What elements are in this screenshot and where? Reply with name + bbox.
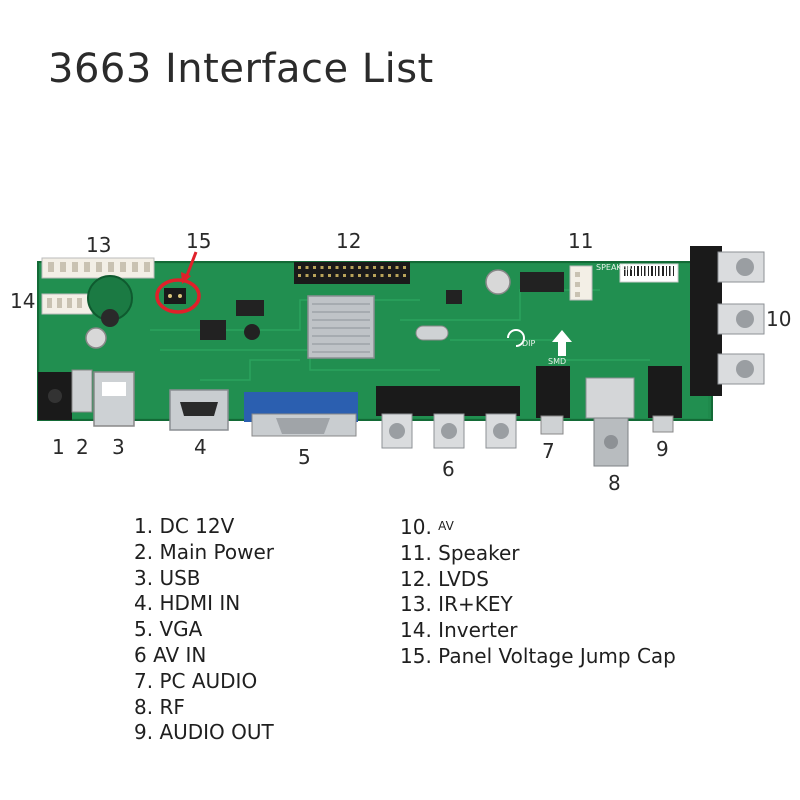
- lvds-pin: [298, 266, 301, 269]
- lvds-pin: [395, 266, 399, 269]
- callout-14: 14: [10, 289, 35, 313]
- lvds-pin: [305, 266, 309, 269]
- legend-left: 1. DC 12V 2. Main Power 3. USB 4. HDMI I…: [134, 514, 274, 746]
- ir-key-connector: [41, 257, 155, 279]
- callout-6: 6: [442, 457, 455, 481]
- av-in-jacks: [376, 386, 520, 449]
- legend-item: 6 AV IN: [134, 642, 207, 667]
- highlight-arrow: [184, 251, 198, 279]
- inverter-connector: [41, 293, 93, 315]
- legend-item: 1. DC 12V: [134, 514, 235, 538]
- lvds-pin: [328, 266, 331, 269]
- lvds-header: [294, 262, 410, 284]
- lvds-pin: [403, 266, 406, 269]
- dc-jack: [38, 372, 72, 420]
- barcode-sticker: [619, 263, 679, 283]
- small-chip: [520, 272, 564, 292]
- speaker-silk: SPEAKER: [596, 263, 633, 272]
- lvds-pin: [335, 266, 339, 269]
- smd-silk: SMD: [548, 357, 566, 366]
- main-chip-heatsink: [307, 295, 375, 359]
- lvds-pin: [380, 266, 384, 269]
- callout-9: 9: [656, 437, 669, 461]
- callout-15: 15: [186, 229, 211, 253]
- legend-item-number: 10.: [400, 515, 432, 539]
- legend-item: 3. USB: [134, 565, 201, 590]
- lvds-pin: [365, 266, 369, 269]
- lvds-pin: [388, 266, 391, 269]
- legend-item: 5. VGA: [134, 617, 203, 642]
- page-title: 3663 Interface List: [48, 46, 434, 92]
- lvds-pin: [373, 274, 376, 277]
- lvds-pin: [298, 274, 301, 277]
- callout-11: 11: [568, 229, 593, 253]
- lvds-pin: [395, 274, 399, 277]
- lvds-pin: [320, 274, 324, 277]
- callout-10: 10: [766, 307, 791, 331]
- highlight-arrowhead: [181, 272, 191, 284]
- av-side-jacks: [690, 246, 765, 396]
- legend-item: 4. HDMI IN: [134, 591, 241, 616]
- dip-silk: DIP: [522, 339, 536, 348]
- legend-item: 7. PC AUDIO: [134, 668, 258, 693]
- small-chip: [236, 300, 264, 316]
- capacitor: [85, 327, 107, 349]
- speaker-connector: [569, 265, 593, 301]
- crystal: [415, 325, 449, 341]
- small-chip: [446, 290, 462, 304]
- inductor: [101, 309, 119, 327]
- lvds-pin: [365, 274, 369, 277]
- lvds-pin: [350, 266, 354, 269]
- lvds-pin: [358, 266, 361, 269]
- callout-2: 2: [76, 435, 89, 459]
- callout-4: 4: [194, 435, 207, 459]
- inductor: [244, 324, 260, 340]
- callout-3: 3: [112, 435, 125, 459]
- legend-item: 8. RF: [134, 694, 185, 719]
- lvds-pin: [335, 274, 339, 277]
- lvds-pin: [313, 274, 316, 277]
- lvds-pin: [380, 274, 384, 277]
- dip-smd-marking: DIP SMD: [507, 329, 572, 366]
- highlight-circle: [155, 278, 201, 314]
- lvds-pin: [373, 266, 376, 269]
- lvds-pin: [343, 274, 346, 277]
- small-chip: [200, 320, 226, 340]
- legend-item: 2. Main Power: [134, 539, 275, 564]
- legend-item: 9. AUDIO OUT: [134, 720, 274, 745]
- legend-item: 15. Panel Voltage Jump Cap: [400, 643, 676, 668]
- audio-out-jack: [648, 366, 682, 433]
- legend-item-suffix: AV: [438, 519, 454, 533]
- capacitor-2: [485, 269, 511, 295]
- rf-connector: [585, 377, 635, 467]
- lvds-pin: [320, 266, 324, 269]
- hdmi-port: [169, 389, 229, 431]
- vga-port: [244, 392, 358, 437]
- callout-5: 5: [298, 445, 311, 469]
- callout-12: 12: [336, 229, 361, 253]
- legend-right: 10. AV 11. Speaker 12. LVDS 13. IR+KEY 1…: [400, 514, 676, 670]
- legend-item: 10. AV: [400, 514, 676, 541]
- legend-item: 13. IR+KEY: [400, 592, 513, 617]
- panel-voltage-jumper: [155, 251, 201, 314]
- legend-item: 14. Inverter: [400, 618, 518, 643]
- lvds-pin: [343, 266, 346, 269]
- legend-item: 11. Speaker: [400, 540, 520, 565]
- usb-port: [93, 371, 135, 427]
- callout-13: 13: [86, 233, 111, 257]
- main-power-switch: [71, 369, 93, 413]
- callout-1: 1: [52, 435, 65, 459]
- lvds-pin: [328, 274, 331, 277]
- lvds-pin: [358, 274, 361, 277]
- lvds-pin: [350, 274, 354, 277]
- callout-7: 7: [542, 439, 555, 463]
- lvds-pin: [313, 266, 316, 269]
- legend-item: 12. LVDS: [400, 566, 489, 591]
- pc-audio-jack: [536, 366, 570, 435]
- lvds-pin: [305, 274, 309, 277]
- lvds-pin: [388, 274, 391, 277]
- callout-8: 8: [608, 471, 621, 495]
- lvds-pin: [403, 274, 406, 277]
